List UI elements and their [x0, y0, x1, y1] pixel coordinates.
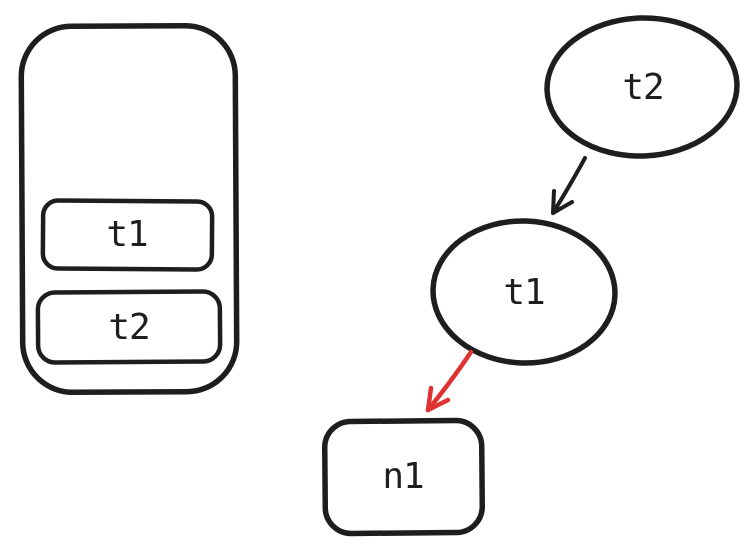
node-label-n1: n1	[382, 456, 424, 497]
container-box	[18, 22, 240, 396]
arrow-t1-to-n1-shaft	[425, 349, 474, 413]
container-item-label-t2: t2	[108, 307, 150, 348]
node-label-t1: t1	[503, 272, 545, 313]
arrow-t2-to-t1-shaft	[551, 156, 587, 215]
container-item-box-t2	[35, 289, 223, 365]
node-ellipse-t1	[430, 218, 618, 366]
arrow-t1-to-n1-head	[425, 385, 451, 413]
node-rect-n1	[321, 417, 486, 537]
container-item-box-t1	[40, 198, 215, 272]
arrow-t2-to-t1-head	[551, 189, 574, 215]
arrow-t2-to-t1	[551, 156, 587, 215]
node-label-t2: t2	[622, 67, 664, 108]
arrow-t1-to-n1	[425, 349, 474, 413]
container-item-label-t1: t1	[106, 214, 148, 255]
node-ellipse-t2	[544, 15, 740, 159]
